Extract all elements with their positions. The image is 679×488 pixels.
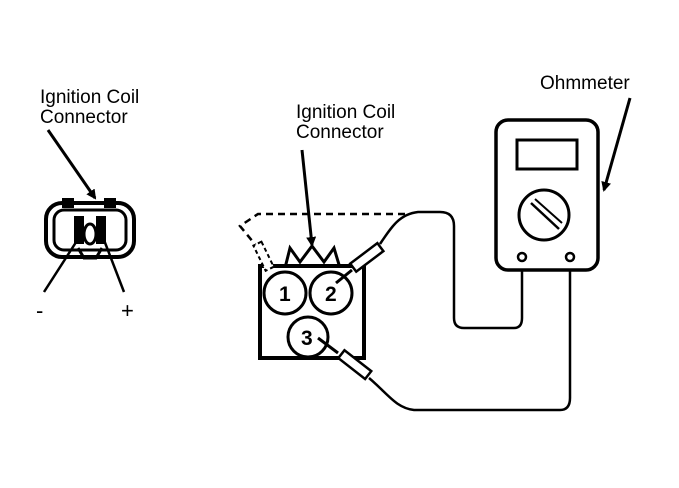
pin-3-label: 3 [301,327,313,350]
center-connector [258,243,366,360]
ohmmeter [494,118,600,272]
center-connector-pointer [300,149,317,247]
left-connector [44,198,136,260]
probe-pin-2 [335,241,386,285]
negative-terminal-label: - [36,298,43,323]
ohmmeter-label: Ohmmeter [540,73,630,94]
lead-wire-pin2-to-meter [378,210,524,330]
positive-terminal-label: + [121,298,134,323]
center-connector-label-line2: Connector [296,122,384,143]
center-connector-label-line1: Ignition Coil [296,102,396,123]
positive-lead-line [102,239,126,293]
left-connector-label-line1: Ignition Coil [40,87,140,108]
alternate-probe-dashed-lead [238,212,405,249]
left-connector-label-line2: Connector [40,107,128,128]
negative-lead-line [42,235,82,293]
left-connector-pointer [46,129,97,200]
pin-1-label: 1 [279,283,291,306]
alternate-probe [252,240,276,273]
pin-2-label: 2 [325,283,337,306]
lead-wire-pin3-to-meter [368,260,572,412]
probe-pin-3 [317,336,374,381]
ohmmeter-pointer [601,97,632,192]
